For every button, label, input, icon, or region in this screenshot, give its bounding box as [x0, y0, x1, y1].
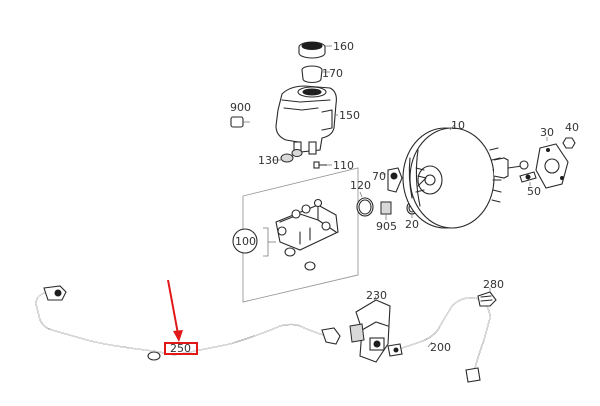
- callout-900: 900: [230, 101, 251, 114]
- filter-insert-170[interactable]: 170: [301, 65, 343, 84]
- grommet-130[interactable]: 130: [258, 149, 303, 168]
- red-arrow-indicator: [167, 279, 183, 342]
- check-valve-70[interactable]: 70: [372, 167, 403, 193]
- brake-line-200[interactable]: 200: [387, 297, 491, 383]
- callout-10: 10: [451, 119, 465, 132]
- callout-170: 170: [322, 67, 343, 80]
- callout-905: 905: [376, 220, 397, 233]
- callout-50: 50: [527, 185, 541, 198]
- brake-line-250[interactable]: 250: [35, 285, 341, 361]
- brake-fluid-reservoir-150[interactable]: 150: [275, 85, 360, 155]
- callout-250: 250: [170, 342, 191, 355]
- callout-230: 230: [366, 289, 387, 302]
- callout-120: 120: [350, 179, 371, 192]
- pin-110[interactable]: 110: [313, 159, 354, 172]
- callout-20: 20: [405, 218, 419, 231]
- hose-fitting-280[interactable]: 280: [477, 278, 504, 307]
- callout-280: 280: [483, 278, 504, 291]
- callout-70: 70: [372, 170, 386, 183]
- callout-200: 200: [430, 341, 451, 354]
- highlight-box-250: [164, 342, 198, 355]
- callout-40: 40: [565, 121, 579, 134]
- brake-booster-10[interactable]: 10: [402, 119, 529, 229]
- master-cylinder-group-100[interactable]: 100: [232, 167, 359, 303]
- bracket-230[interactable]: 230: [349, 289, 391, 363]
- nut-40[interactable]: 40: [562, 121, 579, 149]
- callout-160: 160: [333, 40, 354, 53]
- seal-ring-120[interactable]: 120: [350, 179, 374, 217]
- clevis-50[interactable]: 50: [519, 171, 541, 198]
- callout-130: 130: [258, 154, 279, 167]
- reservoir-cap-160[interactable]: 160: [298, 40, 354, 59]
- callout-110: 110: [333, 159, 354, 172]
- gasket-905[interactable]: 905: [376, 201, 397, 233]
- callout-150: 150: [339, 109, 360, 122]
- plug-900[interactable]: 900: [230, 101, 251, 128]
- callout-30: 30: [540, 126, 554, 139]
- gasket-plate-30[interactable]: 30: [535, 126, 569, 189]
- callout-100: 100: [235, 235, 256, 248]
